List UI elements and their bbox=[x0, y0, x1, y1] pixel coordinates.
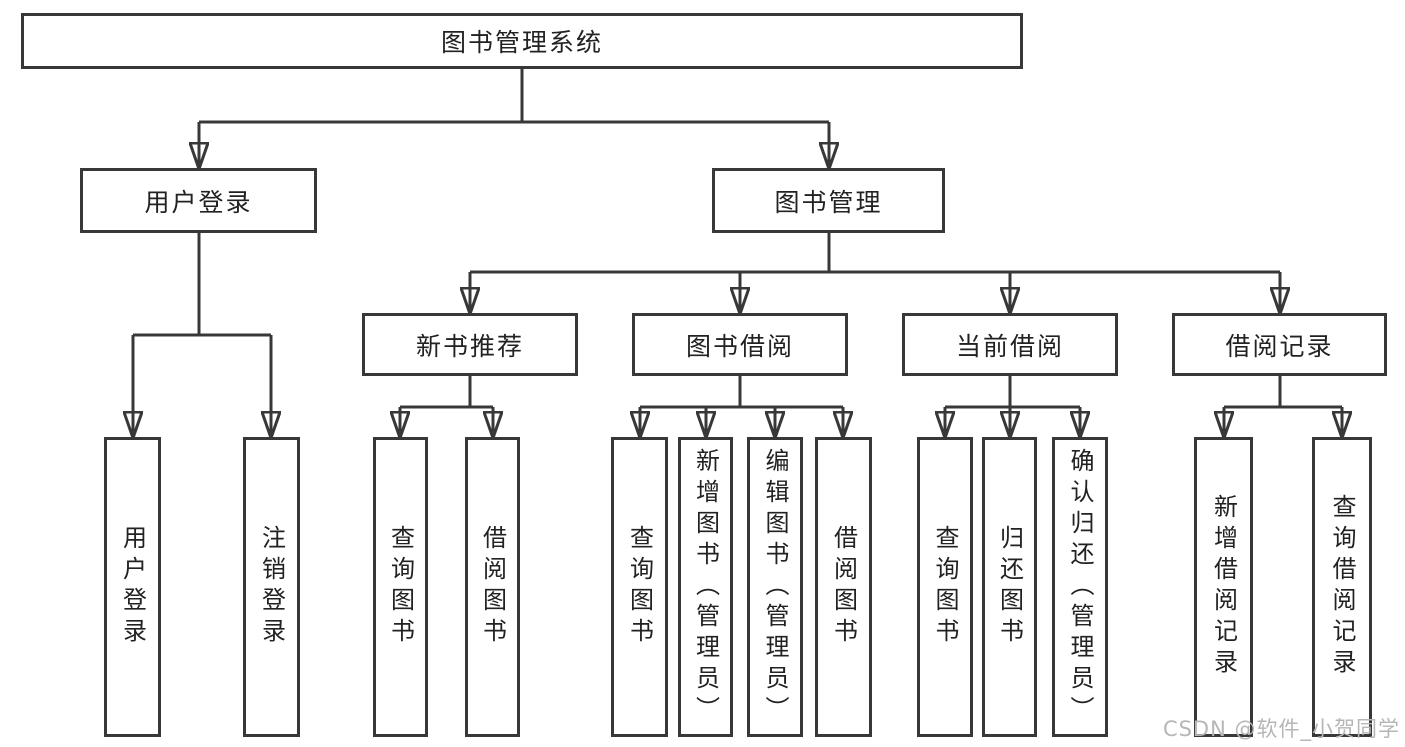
node-label: 用户登录 bbox=[118, 525, 147, 649]
node-user-login: 用户登录 bbox=[80, 168, 317, 233]
fork-user-login bbox=[133, 233, 271, 437]
leaf-return-books: 归还图书 bbox=[982, 437, 1037, 737]
node-current-borrowing: 当前借阅 bbox=[902, 313, 1118, 376]
leaf-user-login: 用户登录 bbox=[104, 437, 161, 737]
node-label: 借阅图书 bbox=[829, 525, 858, 649]
fork-book-mgmt bbox=[470, 233, 1280, 313]
fork-new-book-rec bbox=[400, 376, 493, 437]
fork-current-borrow bbox=[945, 376, 1080, 437]
node-label: 借阅记录 bbox=[1225, 331, 1334, 361]
node-label: 新书推荐 bbox=[415, 331, 524, 361]
leaf-add-borrow-record: 新增借阅记录 bbox=[1194, 437, 1253, 737]
node-label: 编辑图书（管理员） bbox=[761, 447, 789, 727]
csdn-watermark: CSDN @软件_小贺同学 bbox=[1162, 717, 1400, 741]
node-borrowing-records: 借阅记录 bbox=[1172, 313, 1387, 376]
node-label: 确认归还（管理员） bbox=[1066, 447, 1094, 727]
node-label: 新增借阅记录 bbox=[1209, 494, 1238, 680]
node-label: 查询图书 bbox=[625, 525, 654, 649]
leaf-add-books-admin: 新增图书（管理员） bbox=[678, 437, 733, 737]
node-library-management-system: 图书管理系统 bbox=[21, 13, 1023, 69]
node-label: 图书管理 bbox=[774, 187, 883, 217]
node-book-management: 图书管理 bbox=[712, 168, 945, 233]
node-label: 归还图书 bbox=[995, 525, 1024, 649]
leaf-query-books-3: 查询图书 bbox=[917, 437, 973, 737]
node-book-borrowing: 图书借阅 bbox=[632, 313, 848, 376]
node-label: 查询图书 bbox=[386, 525, 415, 649]
node-label: 用户登录 bbox=[144, 187, 253, 217]
fork-book-borrow bbox=[640, 376, 843, 437]
fork-borrow-records bbox=[1224, 376, 1342, 437]
leaf-borrow-books-1: 借阅图书 bbox=[465, 437, 520, 737]
node-label: 图书借阅 bbox=[685, 331, 794, 361]
node-label: 查询借阅记录 bbox=[1328, 494, 1356, 680]
leaf-borrow-books-2: 借阅图书 bbox=[815, 437, 872, 737]
node-label: 注销登录 bbox=[257, 525, 286, 649]
node-label: 查询图书 bbox=[931, 525, 959, 649]
node-label: 当前借阅 bbox=[955, 331, 1064, 361]
leaf-query-books-2: 查询图书 bbox=[611, 437, 668, 737]
node-label: 图书管理系统 bbox=[440, 28, 603, 57]
leaf-edit-books-admin: 编辑图书（管理员） bbox=[747, 437, 803, 737]
leaf-query-borrow-record: 查询借阅记录 bbox=[1312, 437, 1372, 737]
leaf-confirm-return-admin: 确认归还（管理员） bbox=[1052, 437, 1108, 737]
leaf-query-books-1: 查询图书 bbox=[373, 437, 428, 737]
node-label: 借阅图书 bbox=[478, 525, 507, 649]
node-label: 新增图书（管理员） bbox=[691, 447, 720, 727]
fork-root bbox=[199, 69, 829, 168]
leaf-logout: 注销登录 bbox=[243, 437, 300, 737]
node-new-book-recommendation: 新书推荐 bbox=[362, 313, 578, 376]
